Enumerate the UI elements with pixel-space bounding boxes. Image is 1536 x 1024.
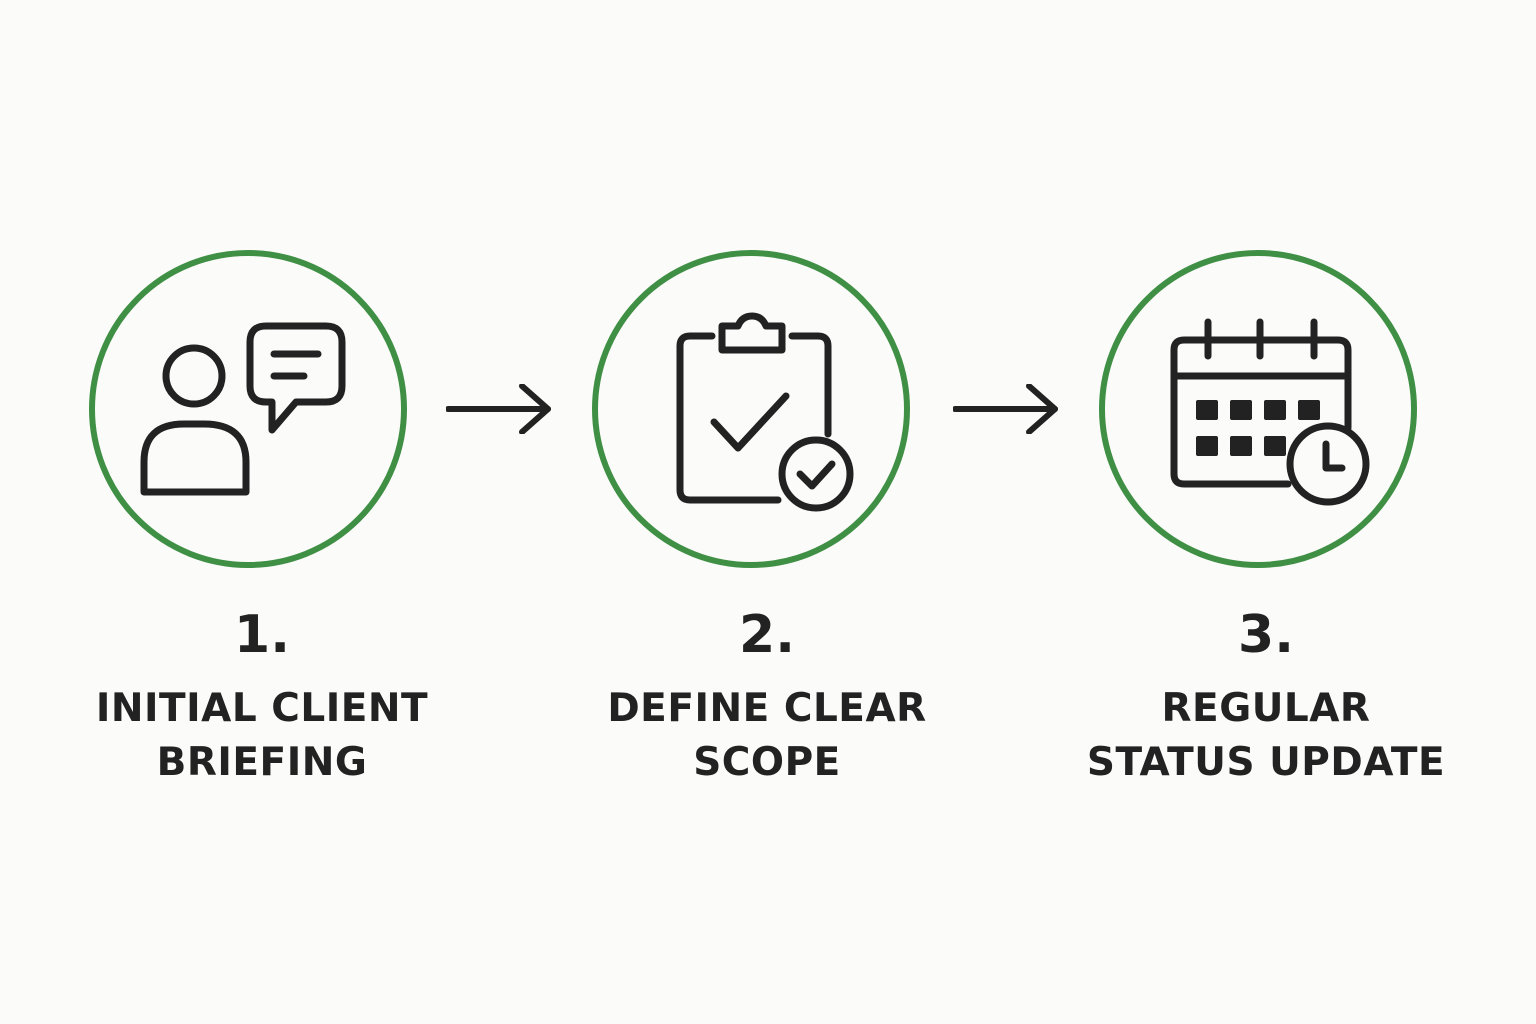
step-1-label-line-2: BRIEFING — [156, 740, 368, 785]
step-2-circle — [592, 250, 910, 568]
step-3-number: 3. — [1238, 605, 1294, 665]
calendar-clock-icon — [1170, 318, 1370, 506]
step-1-circle — [89, 250, 407, 568]
step-2-label-line-1: DEFINE CLEAR — [607, 686, 927, 731]
step-3-label: REGULAR STATUS UPDATE — [1046, 682, 1486, 790]
step-3-label-line-2: STATUS UPDATE — [1086, 740, 1446, 785]
step-3-label-line-1: REGULAR — [1161, 686, 1371, 731]
step-2-number: 2. — [739, 605, 795, 665]
step-1-number: 1. — [234, 605, 290, 665]
arrow-right-icon — [953, 384, 1058, 434]
step-3-circle — [1099, 250, 1417, 568]
step-1-label: INITIAL CLIENT BRIEFING — [42, 682, 482, 790]
step-2-label-line-2: SCOPE — [693, 740, 841, 785]
person-speech-bubble-icon — [140, 322, 346, 496]
clipboard-check-icon — [676, 312, 854, 512]
arrow-right-icon — [446, 384, 551, 434]
step-2-label: DEFINE CLEAR SCOPE — [547, 682, 987, 790]
step-1-label-line-1: INITIAL CLIENT — [95, 686, 429, 731]
